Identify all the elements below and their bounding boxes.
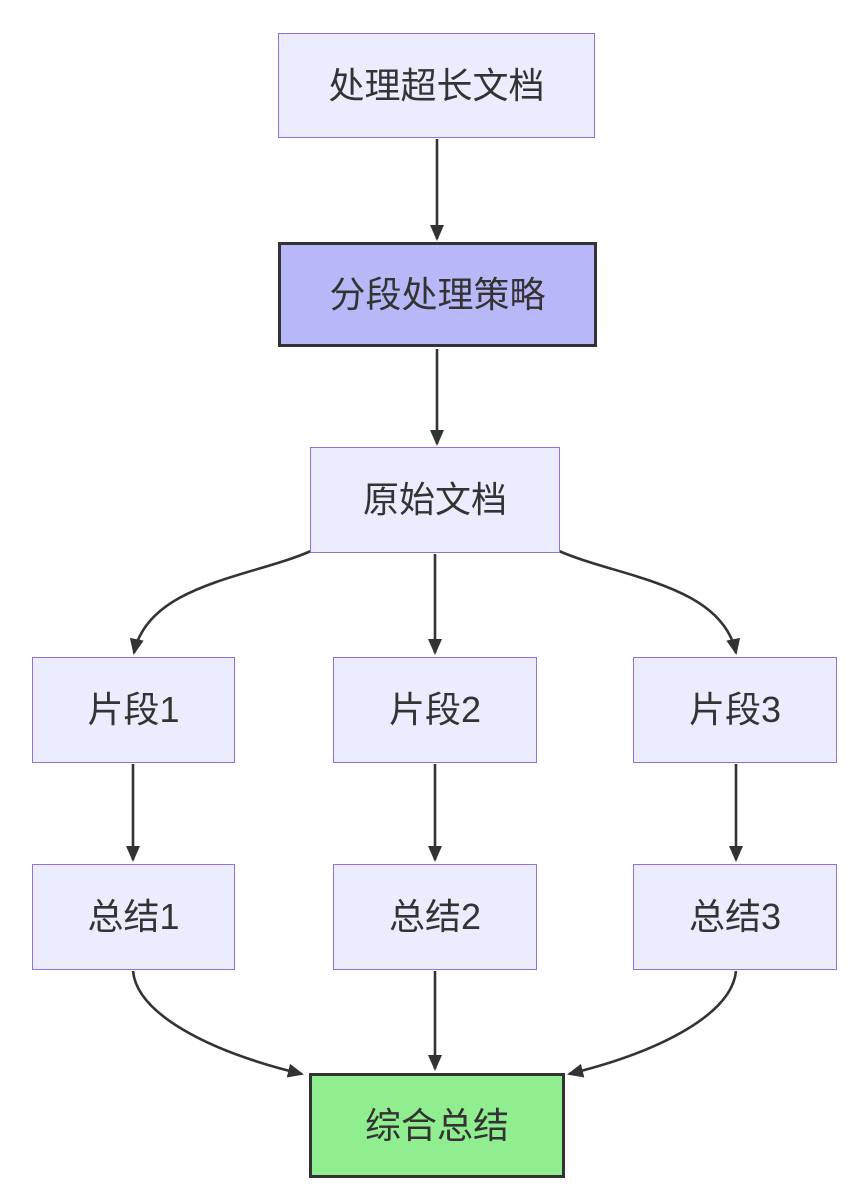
edge-original-to-fragment-1	[129, 549, 312, 655]
node-label-original: 原始文档	[362, 479, 507, 521]
edge-original-to-fragment-3	[558, 549, 741, 655]
node-label-fragment-2: 片段2	[388, 689, 482, 731]
node-label-summary-2: 总结2	[388, 896, 482, 938]
node-label-strategy: 分段处理策略	[329, 273, 546, 315]
node-summary-1: 总结1	[32, 864, 235, 970]
node-final: 综合总结	[309, 1073, 565, 1178]
node-fragment-3: 片段3	[633, 657, 837, 763]
node-process: 处理超长文档	[278, 33, 595, 138]
node-original: 原始文档	[310, 447, 560, 553]
edge-summary-1-to-final	[131, 970, 304, 1078]
node-label-process: 处理超长文档	[328, 64, 545, 106]
node-strategy: 分段处理策略	[278, 242, 597, 347]
node-fragment-1: 片段1	[32, 657, 235, 763]
edge-summary-3-to-final	[567, 970, 738, 1078]
node-label-summary-1: 总结1	[87, 896, 180, 938]
node-label-fragment-3: 片段3	[688, 689, 782, 731]
node-label-summary-3: 总结3	[688, 896, 782, 938]
node-label-fragment-1: 片段1	[87, 689, 180, 731]
node-summary-2: 总结2	[333, 864, 537, 970]
node-label-final: 综合总结	[364, 1104, 509, 1146]
node-fragment-2: 片段2	[333, 657, 537, 763]
node-summary-3: 总结3	[633, 864, 837, 970]
